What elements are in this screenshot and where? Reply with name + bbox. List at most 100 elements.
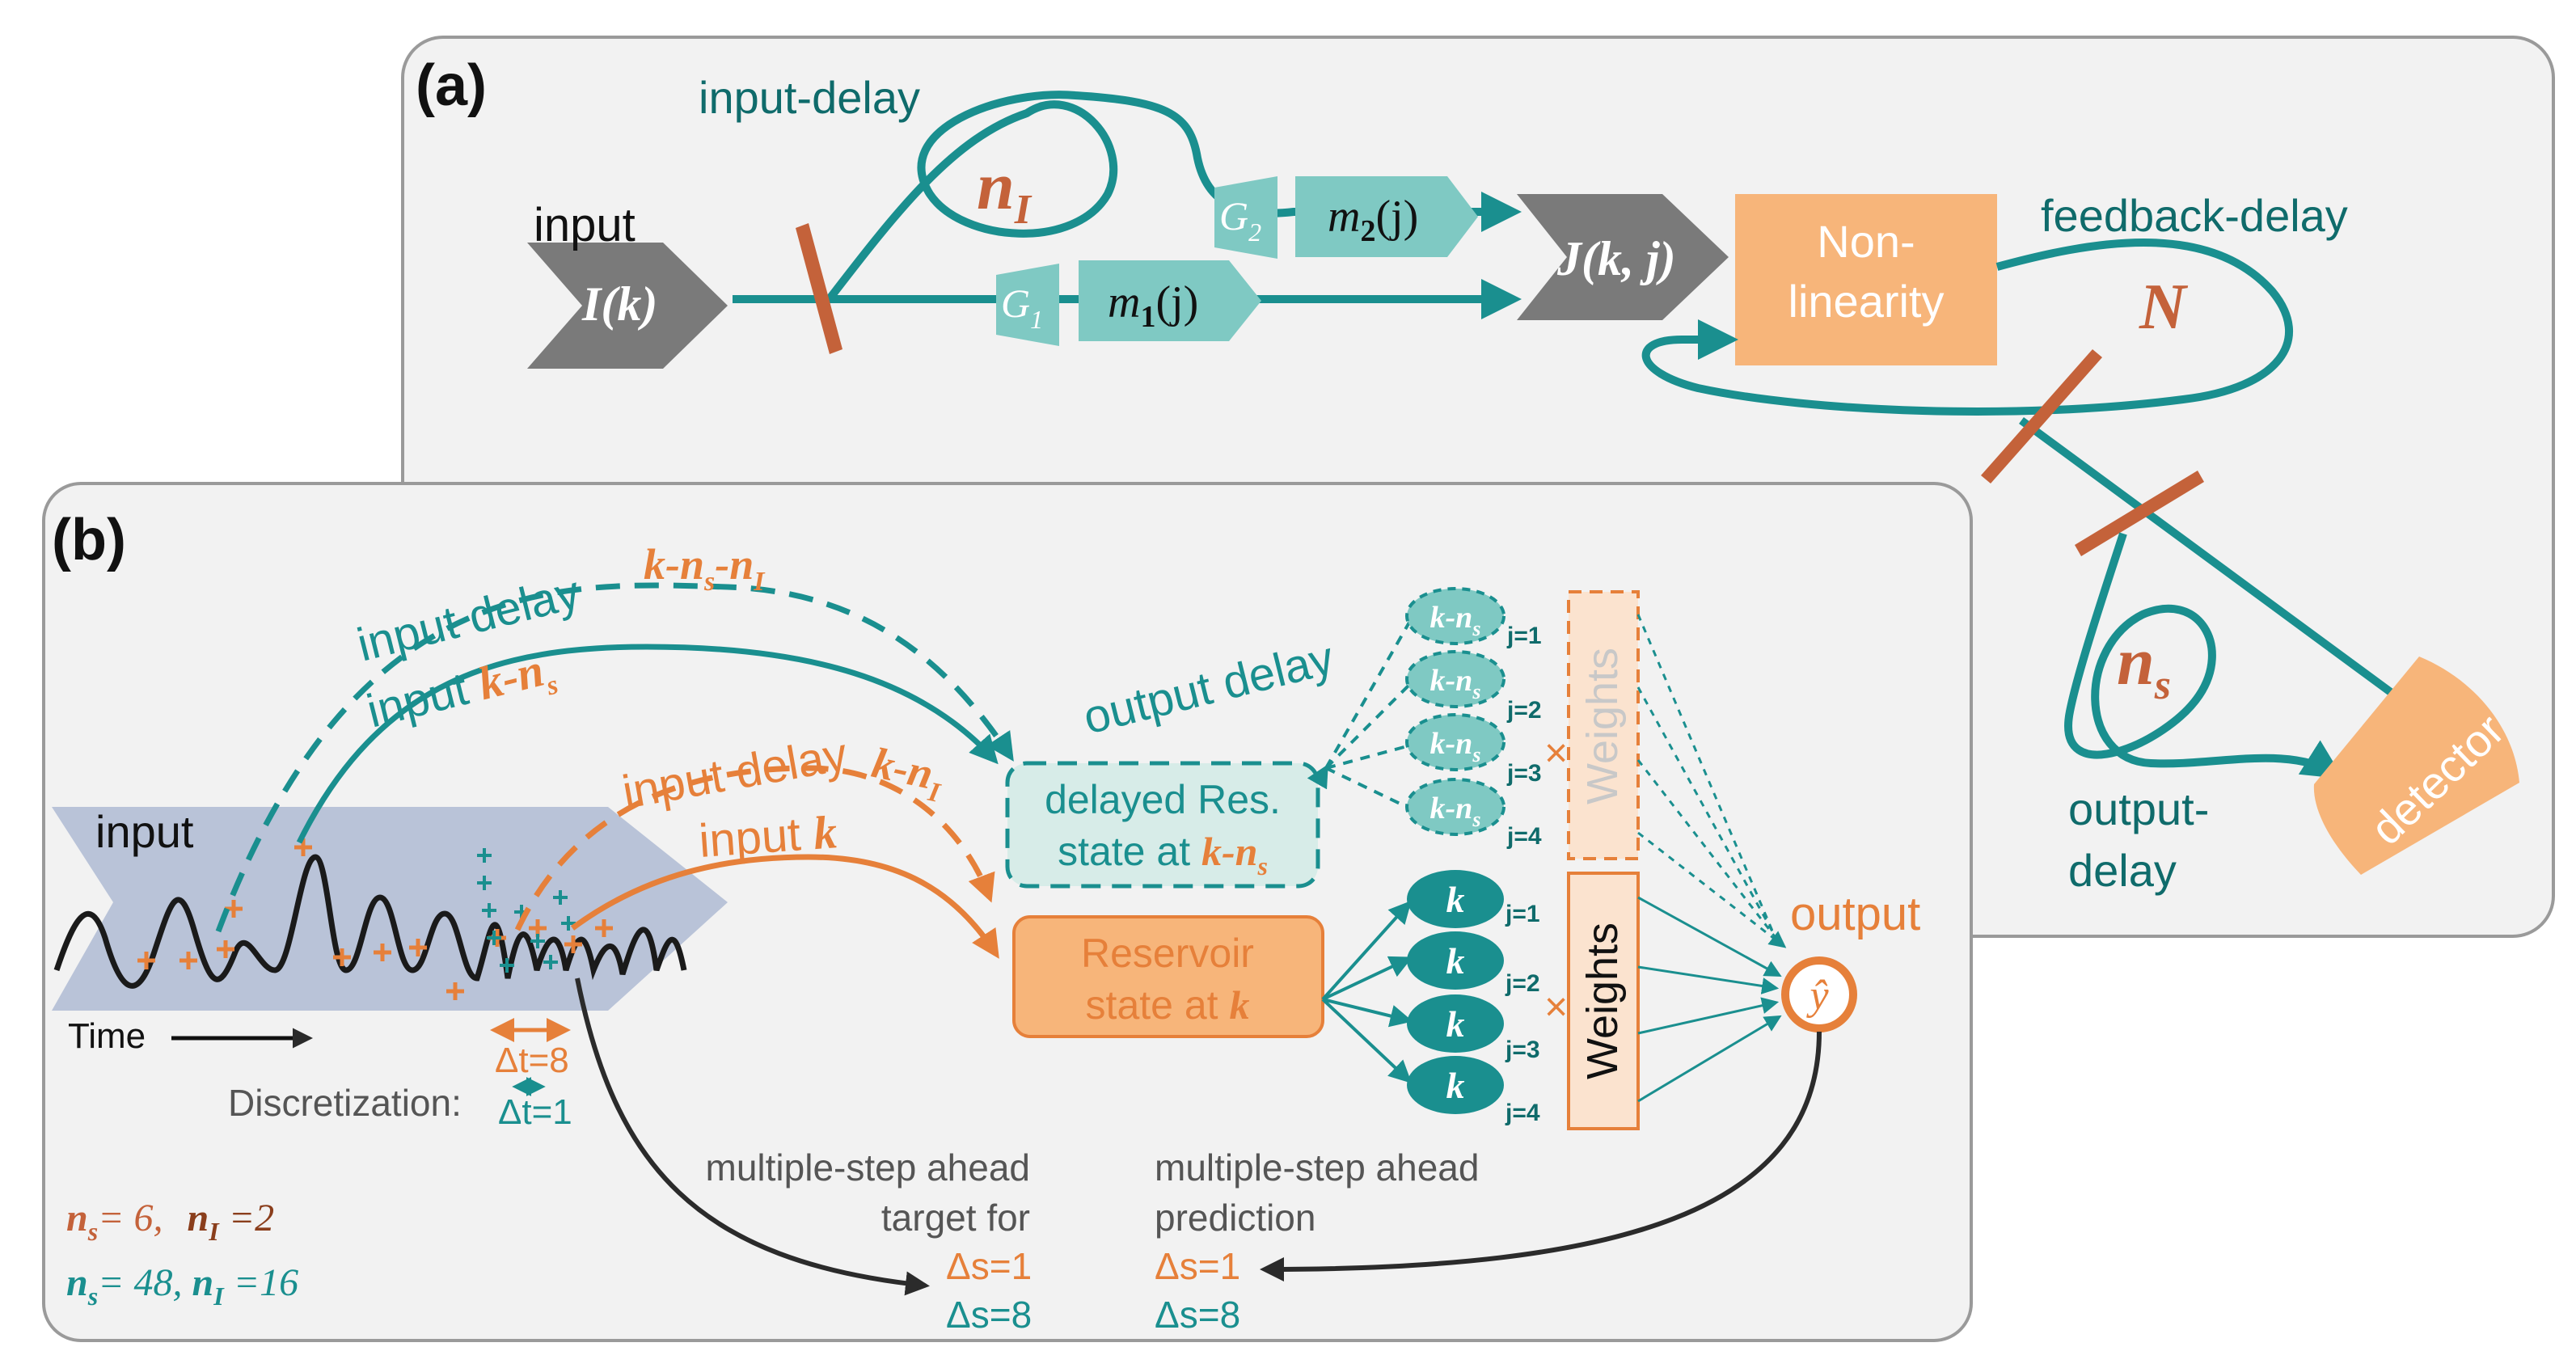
reservoir-fan-lines	[1321, 900, 1413, 1083]
input-delay-label-a: input-delay	[699, 72, 920, 123]
panel-a-label: (a)	[416, 53, 487, 118]
output-delay-label-2: delay	[2068, 845, 2177, 896]
ns-label-a: ns	[2117, 624, 2171, 708]
delayed-state-box	[1005, 761, 1320, 889]
weights-to-output	[1637, 896, 1782, 1103]
delayed-state-line1: delayed Res.	[1045, 777, 1281, 822]
reservoir-node	[1407, 870, 1504, 928]
reservoir-node	[1407, 1056, 1504, 1114]
delayed-fan-lines	[1307, 620, 1412, 810]
reservoir-node-label: k	[1446, 1003, 1465, 1045]
target-ds1: Δs=1	[946, 1245, 1032, 1287]
input-label-a: input	[534, 199, 636, 251]
delayed-node-label: k-ns	[1430, 727, 1481, 766]
delayed-node	[1405, 650, 1505, 708]
delayed-nodes: k-ns k-ns k-ns k-ns j=1 j=2 j=3 j=4	[1405, 587, 1542, 850]
nonlinearity-line2: linearity	[1788, 276, 1945, 327]
reservoir-j-label: j=4	[1505, 1100, 1540, 1126]
dt8-label: Δt=8	[495, 1041, 569, 1080]
input-arrow-shape	[527, 243, 728, 369]
discretization-markers-orange	[137, 838, 613, 1000]
reservoir-nodes: k k k k j=1 j=2 j=3 j=4	[1407, 870, 1540, 1126]
reservoir-node	[1407, 931, 1504, 990]
reservoir-state-line1: Reservoir	[1081, 931, 1254, 976]
input-kns-path	[296, 644, 999, 844]
input-arrow-label: I(k)	[581, 277, 657, 331]
beam-splitter-1	[796, 223, 842, 354]
panel-b: (b) input Time Δt=8 Δt=1 Discretization	[42, 482, 1973, 1342]
delayed-state-line2: state at k-ns	[1058, 829, 1268, 880]
target-ds8: Δs=8	[946, 1294, 1032, 1336]
reservoir-node	[1407, 994, 1504, 1053]
g2-label: G2	[1219, 193, 1261, 247]
nonlinearity-box	[1735, 194, 1997, 365]
g1-label: G1	[1001, 281, 1043, 334]
n-i-label: nI	[977, 149, 1033, 233]
delayed-node	[1405, 778, 1505, 836]
weights-times: ×	[1544, 984, 1568, 1029]
prediction-line1: multiple-step ahead	[1155, 1146, 1479, 1189]
j-arrow-shape	[1517, 194, 1729, 320]
weights-faded-box	[1567, 590, 1640, 860]
output-node	[1781, 956, 1857, 1032]
delayed-node	[1405, 713, 1505, 771]
feedback-loop	[1641, 239, 2294, 416]
beam-splitter-3	[2075, 471, 2204, 556]
detector-shape	[2313, 657, 2519, 875]
delayed-node-label: k-ns	[1430, 664, 1481, 703]
delayed-j-label: j=3	[1506, 760, 1542, 787]
weights-label: Weights	[1578, 923, 1627, 1079]
m2-block	[1295, 176, 1478, 257]
ns-loop	[2064, 532, 2344, 779]
time-label: Time	[68, 1016, 146, 1056]
input-delay-loop	[825, 91, 1522, 304]
prediction-line2: prediction	[1155, 1197, 1315, 1239]
output-delay-label-1: output-	[2068, 783, 2209, 834]
discretization-label: Discretization:	[228, 1082, 462, 1124]
delayed-node-label: k-ns	[1430, 792, 1481, 831]
weights-faded-label: Weights	[1578, 648, 1627, 804]
delayed-j-label: j=2	[1506, 697, 1542, 724]
prediction-ds8: Δs=8	[1155, 1294, 1240, 1336]
input-label-b: input	[95, 806, 194, 857]
prediction-ds1: Δs=1	[1155, 1245, 1240, 1287]
feedback-n: N	[2139, 272, 2189, 343]
j-arrow-label: J(k, j)	[1556, 232, 1676, 285]
params-teal: ns= 48, nI =16	[66, 1261, 298, 1311]
input-k-label: input k	[697, 805, 838, 868]
delayed-j-label: j=1	[1506, 623, 1542, 649]
input-k-path	[570, 854, 999, 959]
feedback-label: feedback-delay	[2041, 190, 2348, 241]
delayed-j-label: j=4	[1506, 823, 1542, 850]
input-signal-trace	[53, 854, 687, 989]
reservoir-node-label: k	[1446, 940, 1465, 982]
reservoir-state-box	[1012, 915, 1324, 1038]
target-arrow	[575, 977, 930, 1296]
reservoir-j-label: j=3	[1505, 1037, 1540, 1063]
reservoir-node-label: k	[1446, 1065, 1465, 1106]
weights-faded-times: ×	[1544, 730, 1568, 775]
reservoir-j-label: j=1	[1505, 901, 1540, 927]
g2-block	[1214, 176, 1277, 259]
output-label: output	[1790, 888, 1920, 940]
faded-weights-to-output	[1636, 614, 1787, 948]
input-delay-teal-path	[215, 582, 1014, 933]
input-delay-teal-index: k-ns-nI	[644, 540, 766, 597]
params-orange: ns= 6,nI =2	[66, 1197, 274, 1246]
target-line1: multiple-step ahead	[706, 1146, 1030, 1189]
m1-label: m1(j)	[1108, 277, 1198, 334]
output-symbol: ŷ	[1805, 973, 1829, 1019]
weights-box	[1567, 872, 1640, 1130]
nonlinearity-line1: Non-	[1817, 216, 1915, 267]
m2-label: m2(j)	[1328, 192, 1418, 248]
target-line2: target for	[881, 1197, 1030, 1239]
delayed-node-label: k-ns	[1430, 601, 1481, 640]
m1-block	[1079, 260, 1261, 341]
reservoir-node-label: k	[1446, 879, 1465, 920]
delayed-node	[1405, 587, 1505, 645]
dt1-label: Δt=1	[498, 1092, 572, 1132]
panel-b-label: (b)	[52, 508, 126, 572]
reservoir-j-label: j=2	[1505, 970, 1540, 997]
g1-block	[996, 264, 1059, 346]
